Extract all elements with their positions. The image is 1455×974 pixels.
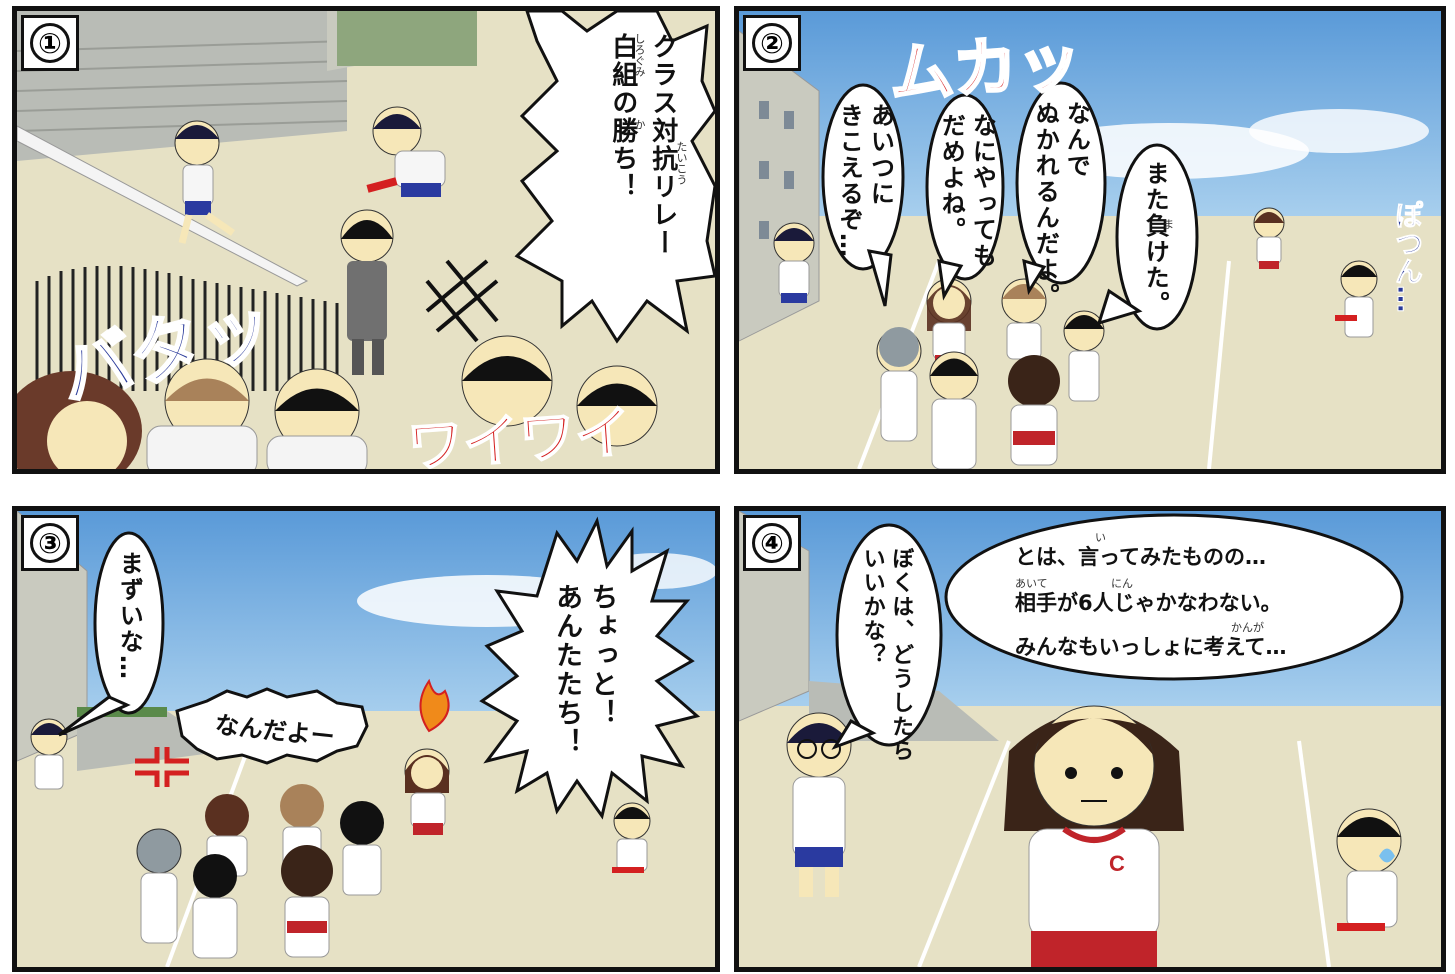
lonely-girl bbox=[1253, 207, 1285, 269]
burst-nandayo bbox=[175, 687, 369, 765]
panel-3-number: ③ bbox=[21, 515, 79, 571]
fire-icon bbox=[419, 678, 450, 733]
line-aitsuni: あいつに きこえるぞ… bbox=[835, 103, 895, 259]
svg-text:C: C bbox=[1109, 851, 1125, 876]
panel-4-number: ④ bbox=[743, 515, 801, 571]
line-bokuwa: ぼくは、どうしたら いいかな？ bbox=[859, 547, 914, 763]
boy-right bbox=[1063, 310, 1105, 402]
lonely-boy bbox=[1335, 260, 1378, 338]
running-boy bbox=[174, 120, 235, 244]
ruby-ma: ま bbox=[1163, 218, 1174, 231]
narration-line-1: クラス対抗リレー bbox=[647, 33, 678, 257]
narration-burst bbox=[514, 11, 715, 344]
sfx-waiwai: ワイワイ bbox=[404, 399, 634, 474]
ruby-i: い bbox=[1095, 531, 1106, 544]
sfx-mukatt: ムカッ bbox=[886, 24, 1086, 114]
panel-3: ③ まずいな… なんだよー ちょっと！ あんたたち！ bbox=[12, 506, 720, 972]
sitting-boy bbox=[612, 802, 651, 873]
line-nande: なんで ぬかれるんだよ。 bbox=[1031, 101, 1091, 309]
girl-leader: C bbox=[1004, 705, 1184, 967]
line-minnamo: みんなもいっしょに考えて… bbox=[1015, 635, 1287, 659]
burst-chotto bbox=[479, 516, 701, 820]
line-matamaketa: また負けた。 bbox=[1141, 161, 1170, 317]
bubble-aitsuni bbox=[821, 83, 905, 271]
panel-4-scene: C bbox=[739, 511, 1441, 967]
line-chotto: ちょっと！ あんたたち！ bbox=[551, 583, 618, 757]
anger-mark-icon bbox=[135, 747, 189, 787]
panel-3-scene bbox=[17, 511, 715, 967]
line-towa: とは、言ってみたものの… bbox=[1015, 545, 1266, 569]
glasses-boy-4 bbox=[786, 712, 852, 897]
crying-boy bbox=[1336, 808, 1402, 931]
bubble-makenda bbox=[1115, 143, 1199, 331]
bubble-nande bbox=[1015, 81, 1107, 285]
ruby-aite: あいて bbox=[1015, 577, 1048, 590]
panel-2-scene bbox=[739, 11, 1441, 469]
panel-1-scene bbox=[17, 11, 715, 469]
line-naniyatte: なにやっても だめよね。 bbox=[937, 113, 997, 269]
panel-2-number: ② bbox=[743, 15, 801, 71]
bubble-naniyatte bbox=[925, 93, 1005, 281]
line-aitega: 相手が6人じゃかなわない。 bbox=[1015, 591, 1282, 615]
teacher bbox=[340, 209, 394, 375]
line-mazuina: まずいな… bbox=[115, 551, 144, 681]
ruby-nin: にん bbox=[1111, 577, 1133, 590]
ruby-shirogumi: しろぐみ bbox=[633, 33, 646, 77]
bubble-towa bbox=[944, 513, 1404, 681]
tired-boy bbox=[366, 106, 446, 197]
panel-4: C ④ ぼくは、どうしたら いいかな？ とは、言ってみたものの… い 相手が6人… bbox=[734, 506, 1446, 972]
glasses-boy-3 bbox=[30, 718, 68, 790]
ruby-kanga: かんが bbox=[1231, 621, 1264, 634]
ruby-ka: か bbox=[633, 119, 646, 130]
girl-angry bbox=[404, 748, 450, 835]
panel-2: ② ムカッ ぽつん… また負けた。 ま なんで ぬかれるんだよ。 なにやっても … bbox=[734, 6, 1446, 474]
ruby-taikou: たいこう bbox=[675, 141, 688, 185]
bubble-bokuwa bbox=[835, 523, 943, 747]
narration-line-2: 白組の勝ち！ bbox=[607, 33, 638, 201]
bubble-mazuina bbox=[93, 531, 165, 715]
sfx-potsun: ぽつん… bbox=[1391, 201, 1425, 314]
glasses-boy bbox=[773, 222, 815, 303]
brownhair-boy bbox=[1001, 278, 1047, 360]
panel-1-number: ① bbox=[21, 15, 79, 71]
panel-1: ① クラス対抗リレー 白組の勝ち！ たいこう しろぐみ か バタッ ワイワイ bbox=[12, 6, 720, 474]
